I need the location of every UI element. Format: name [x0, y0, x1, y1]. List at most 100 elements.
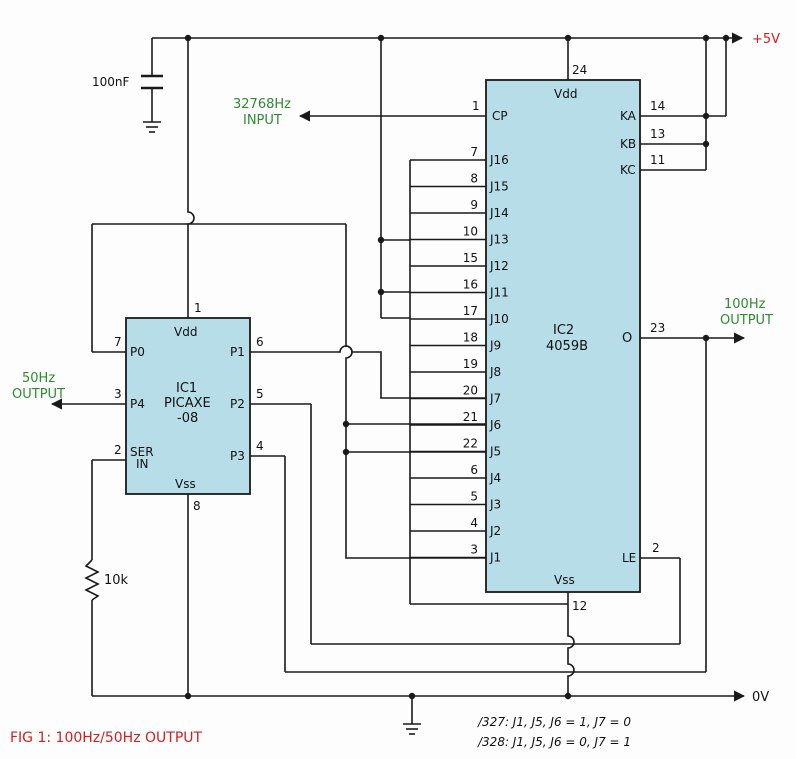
ic2-j-pin-number: 22 [463, 437, 478, 451]
ic1-vdd-label: Vdd [174, 325, 197, 339]
ic2-j-pin-number: 19 [463, 357, 478, 371]
input-label-1: 32768Hz [233, 97, 291, 112]
ic2-vss-label: Vss [554, 573, 575, 587]
ic2-j-label: J13 [489, 233, 509, 247]
output50-label-2: OUTPUT [12, 387, 65, 402]
capacitor-label: 100nF [92, 75, 130, 89]
ic2-j-label: J15 [489, 180, 509, 194]
capacitor-symbol [141, 74, 163, 133]
ic2-j-pins: J167J158J149J1310J1215J1116J1017J918J819… [410, 145, 509, 565]
ic2-j-label: J9 [489, 339, 501, 353]
ic2-j-label: J3 [489, 498, 501, 512]
ic1-body [125, 317, 251, 495]
note-328: /328: J1, J5, J6 = 0, J7 = 1 [478, 735, 632, 749]
ic2-j-label: J14 [489, 206, 509, 220]
ic2-body [485, 79, 641, 593]
jumper-notes: /327: J1, J5, J6 = 1, J7 = 0 /328: J1, J… [478, 712, 631, 752]
ic2-ka-label: KA [620, 109, 637, 123]
ic1-p2-pin: 5 [256, 387, 264, 401]
vplus-label: +5V [752, 32, 780, 47]
ic2-j-label: J16 [489, 153, 509, 167]
ic2-name-2: 4059B [546, 339, 588, 354]
junction-dot [702, 34, 710, 42]
ic1-ser-pin: 2 [114, 443, 122, 457]
junction-dot [722, 34, 730, 42]
ic2-j-pin-number: 18 [463, 331, 478, 345]
ic2-o-pin: 23 [650, 321, 665, 335]
ic2-cp-label: CP [492, 109, 508, 123]
junction-dot [702, 112, 710, 120]
note-327: /327: J1, J5, J6 = 1, J7 = 0 [478, 715, 632, 729]
junction-dot [377, 236, 385, 244]
ic1-p2-label: P2 [230, 397, 245, 411]
ic2-j-pin-number: 21 [463, 410, 478, 424]
junction-dot [342, 448, 350, 456]
junction-dot [342, 420, 350, 428]
ic2-j-pin-number: 5 [470, 490, 478, 504]
ic2-kb-pin: 13 [650, 127, 665, 141]
input-label-2: INPUT [243, 113, 282, 128]
junction-dot [184, 34, 192, 42]
figure-title: FIG 1: 100Hz/50Hz OUTPUT [10, 730, 203, 746]
ic2-vss-pin: 12 [572, 599, 587, 613]
ground-symbol [403, 696, 421, 735]
ic1-name-3: -08 [177, 411, 198, 426]
ic2-j-pin-number: 8 [470, 172, 478, 186]
junction-dot [184, 692, 192, 700]
output100-label-1: 100Hz [724, 297, 766, 312]
ic2-j-label: J4 [489, 471, 501, 485]
ic1-name-2: PICAXE [164, 396, 211, 411]
ic1-p1-pin: 6 [256, 335, 264, 349]
ic2-j-pin-number: 9 [470, 198, 478, 212]
ic1-p4-label: P4 [130, 397, 145, 411]
ic2-j-label: J6 [489, 418, 501, 432]
junction-dot [564, 692, 572, 700]
ic1-p0-label: P0 [130, 345, 145, 359]
ic2-j-label: J12 [489, 259, 509, 273]
ic1-p0-pin: 7 [114, 335, 122, 349]
ic2-j-pin-number: 16 [463, 278, 478, 292]
ic2-j-pin-number: 20 [463, 384, 478, 398]
ic2-j-label: J1 [489, 551, 501, 565]
output100-label-2: OUTPUT [720, 313, 773, 328]
ic2-j-pin-number: 7 [470, 145, 478, 159]
ic2-le-pin: 2 [652, 541, 660, 555]
ic2-ka-pin: 14 [650, 99, 665, 113]
ic2-kc-label: KC [620, 163, 636, 177]
ic1-ser-label-2: IN [136, 457, 149, 471]
junction-dot [377, 288, 385, 296]
ic2-name-1: IC2 [553, 323, 574, 338]
ic2-j-label: J11 [489, 286, 509, 300]
ic2-j-label: J8 [489, 365, 501, 379]
ic2-o-label: O [622, 331, 632, 346]
resistor-symbol [84, 559, 100, 601]
ic2-j-pin-number: 15 [463, 251, 478, 265]
junction-dot [702, 140, 710, 148]
ic2-le-label: LE [622, 551, 636, 565]
ic2-j-pin-number: 3 [470, 543, 478, 557]
ic1-p1-label: P1 [230, 345, 245, 359]
ic1-p3-pin: 4 [256, 439, 264, 453]
ic1-p4-pin: 3 [114, 387, 122, 401]
ic1-ser-label-1: SER [130, 445, 154, 459]
junction-dot [377, 34, 385, 42]
ic2-j-label: J10 [489, 312, 509, 326]
ground-label: 0V [752, 690, 769, 705]
ic2-j-pin-number: 10 [463, 225, 478, 239]
ic2-vdd-pin: 24 [572, 63, 587, 77]
ic2-cp-pin: 1 [472, 99, 480, 113]
ic1-vss-label: Vss [175, 477, 196, 491]
ic2-j-pin-number: 6 [470, 463, 478, 477]
ic1-p3-label: P3 [230, 449, 245, 463]
ic2-kb-label: KB [620, 137, 636, 151]
ic2-j-pin-number: 17 [463, 304, 478, 318]
resistor-label: 10k [104, 573, 129, 588]
ic1-name-1: IC1 [176, 381, 197, 396]
ic2-j-label: J2 [489, 524, 501, 538]
ic2-j-pin-number: 4 [470, 516, 478, 530]
ic2-j-label: J7 [489, 392, 501, 406]
junction-dot [564, 34, 572, 42]
ic2-kc-pin: 11 [650, 153, 665, 167]
ic1-vdd-pin: 1 [194, 301, 202, 315]
